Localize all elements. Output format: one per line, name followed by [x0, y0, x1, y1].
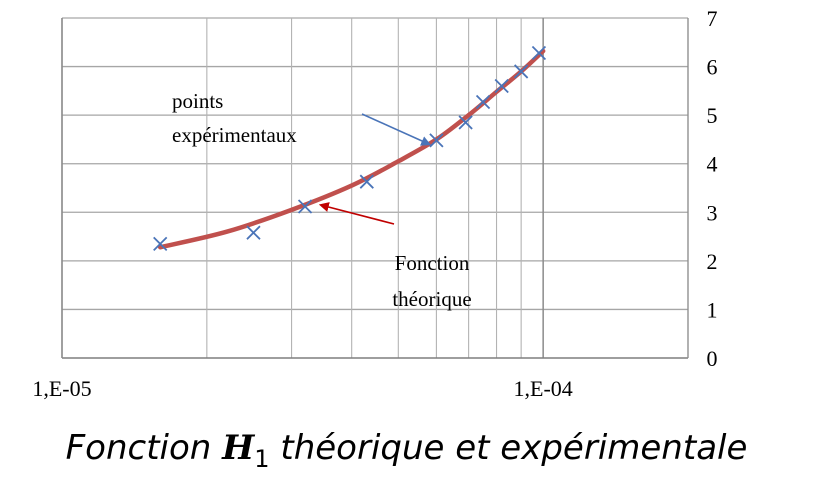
annotation-fonction-theorique: Fonction théorique — [318, 202, 472, 311]
x-tick-label: 1,E-04 — [514, 376, 573, 401]
annotation-text: points — [172, 89, 223, 113]
annotation-text: expérimentaux — [172, 123, 297, 147]
x-tick-label: 1,E-05 — [32, 376, 91, 401]
data-point — [359, 174, 374, 189]
y-tick-label: 3 — [707, 200, 718, 225]
data-point — [494, 78, 509, 94]
y-tick-label: 5 — [707, 103, 718, 128]
data-point — [531, 45, 547, 61]
annotation-arrow — [318, 202, 395, 225]
data-point — [246, 225, 261, 240]
y-tick-label: 7 — [707, 6, 718, 31]
annotation-text: Fonction — [395, 251, 470, 275]
annotation-arrow — [361, 113, 432, 146]
annotation-text: théorique — [392, 287, 471, 311]
y-tick-label: 2 — [707, 249, 718, 274]
data-point — [475, 94, 491, 110]
data-point — [429, 133, 444, 148]
chart: 0 1 2 3 4 5 6 7 1,E-05 1,E-04 points expérimentau… — [32, 6, 718, 401]
axes — [61, 18, 689, 359]
theory-line — [157, 48, 546, 250]
theoretical-curve — [157, 48, 546, 250]
caption-suffix: théorique et expérimentale — [269, 428, 748, 468]
data-point — [514, 64, 529, 79]
y-tick-labels: 0 1 2 3 4 5 6 7 — [707, 6, 718, 371]
data-point — [297, 199, 313, 214]
caption-prefix: Fonction — [65, 428, 223, 468]
caption-subscript: 1 — [254, 444, 270, 473]
experimental-points — [153, 45, 547, 251]
y-tick-label: 0 — [707, 346, 718, 371]
figure-caption: Fonction H1 théorique et expérimentale — [0, 428, 813, 473]
y-tick-label: 4 — [707, 152, 718, 177]
y-tick-label: 1 — [707, 297, 718, 322]
grid — [61, 17, 689, 358]
annotation-points-experimentaux: points expérimentaux — [172, 89, 432, 147]
y-tick-label: 6 — [707, 55, 718, 80]
data-point — [458, 115, 473, 130]
data-point — [153, 236, 168, 251]
caption-symbol: H — [222, 428, 255, 468]
x-tick-labels: 1,E-05 1,E-04 — [32, 376, 572, 401]
